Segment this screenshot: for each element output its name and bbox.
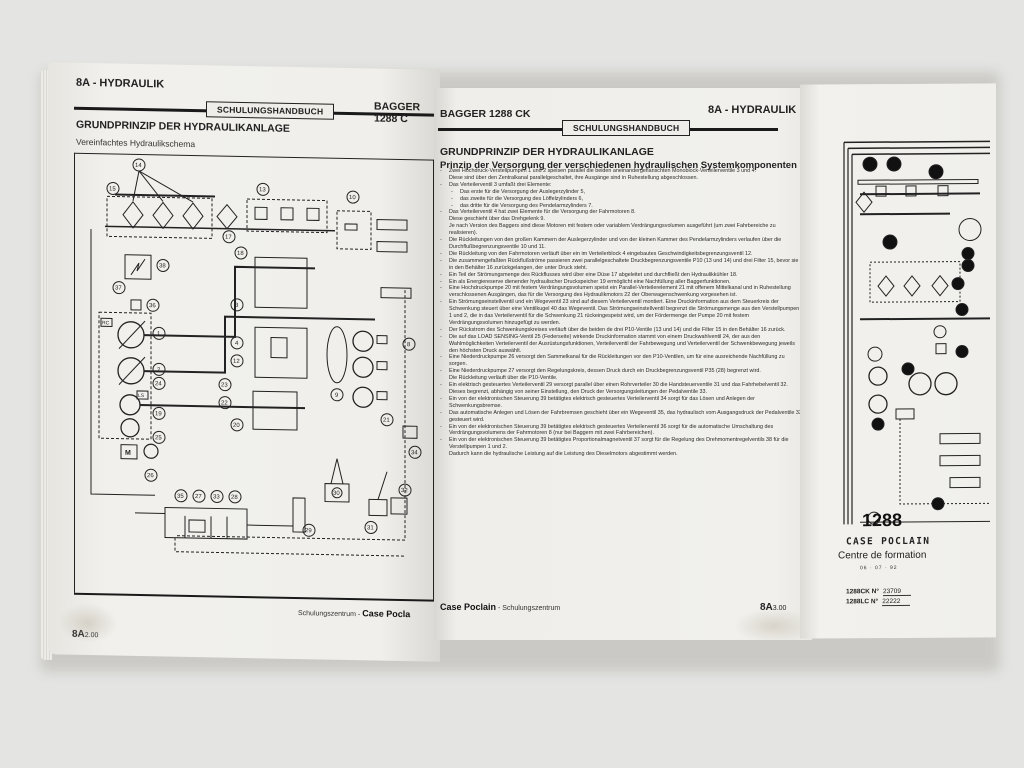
list-item: Die zusammengefaßten Rückflußströme pass…	[440, 258, 802, 272]
manual-tag: SCHULUNGSHANDBUCH	[206, 101, 335, 120]
svg-text:12: 12	[233, 359, 240, 365]
page-number-version: 3.00	[772, 605, 787, 612]
svg-text:17: 17	[225, 235, 232, 241]
footer-label: Case Poclain - Schulungszentrum	[440, 602, 560, 612]
diagram-caption: Vereinfachtes Hydraulikschema	[76, 136, 196, 150]
list-item: das dritte für die Versorgung des Pendel…	[440, 203, 802, 210]
footer-label: Schulungszentrum - Case Pocla	[298, 607, 410, 619]
component-description-list: Zwei Hochdruck-Verstellpumpen 1 und 2 sp…	[440, 168, 802, 458]
list-item: Dadurch kann die hydraulische Leistung a…	[449, 451, 678, 458]
list-item: Zwei Hochdruck-Verstellpumpen 1 und 2 sp…	[440, 168, 802, 175]
serial-1288ck: 1288CK N°23709	[846, 587, 912, 597]
list-item: Das Verteilerventil 3 umfaßt drei Elemen…	[440, 182, 802, 189]
svg-text:34: 34	[411, 450, 418, 456]
list-item: Die Rückleitungen von den großen Kammern…	[440, 237, 802, 251]
list-item: das zweite für die Versorgung des Löffel…	[440, 196, 802, 203]
serial-label: 1288LC N°	[846, 598, 879, 606]
svg-text:3: 3	[235, 303, 239, 309]
list-item: Ein von der elektronischen Steuerung 39 …	[440, 437, 802, 451]
list-item: Das automatische Anlegen und Lösen der F…	[440, 410, 802, 424]
list-item: Eine Hochdruckpumpe 20 mit festem Verdrä…	[440, 285, 802, 299]
training-center-label: Centre de formation	[838, 549, 927, 562]
serial-value: 23709	[882, 587, 912, 597]
section-header: 8A - HYDRAULIK	[76, 76, 165, 91]
svg-text:20: 20	[233, 423, 240, 429]
svg-text:13: 13	[259, 187, 266, 193]
hydraulic-schematic: 14 15 17 18 13 10 38 37 36	[74, 152, 434, 600]
svg-text:28: 28	[231, 495, 238, 501]
svg-text:8: 8	[407, 342, 411, 348]
stain	[58, 602, 118, 644]
list-item: Je nach Version des Baggers sind diese M…	[449, 223, 776, 237]
list-item: Diese sind über den Zentralkanal paralle…	[449, 174, 699, 181]
svg-text:18: 18	[237, 251, 244, 257]
svg-text:31: 31	[367, 525, 374, 531]
footer-brand: Case Poclain	[440, 602, 497, 612]
svg-text:14: 14	[135, 163, 142, 169]
svg-text:38: 38	[159, 263, 166, 269]
list-item: Diese geschieht über das Drehgelenk 9.	[449, 216, 545, 223]
list-item: Die auf das LOAD SENSING-Ventil 25 (Fede…	[440, 334, 802, 355]
model-header: BAGGER 1288 CK	[440, 108, 531, 120]
serial-label: 1288CK N°	[846, 588, 879, 596]
svg-text:32: 32	[401, 488, 408, 494]
footer-text: - Schulungszentrum	[497, 605, 561, 612]
list-item: Ein von der elektronischen Steuerung 39 …	[440, 396, 802, 410]
list-item: Die Rückleitung verläuft über die P10-Ve…	[449, 375, 558, 382]
svg-text:M: M	[125, 450, 131, 457]
foldout-schematic	[843, 140, 990, 525]
svg-text:27: 27	[195, 494, 202, 500]
model-header: BAGGER 1288 C	[374, 100, 421, 126]
svg-text:25: 25	[155, 435, 162, 441]
svg-text:33: 33	[213, 494, 220, 500]
svg-text:29: 29	[305, 528, 312, 534]
list-item: Ein elektrisch gesteuertes Verteilervent…	[440, 382, 802, 396]
section-subheading: Prinzip der Versorgung der verschiedenen…	[440, 160, 797, 171]
list-item: Eine Niederdruckpumpe 26 versorgt den Sa…	[440, 354, 802, 368]
svg-text:36: 36	[149, 303, 156, 309]
footer-text: Schulungszentrum -	[298, 610, 361, 619]
foldout-page: 1288 CASE POCLAIN Centre de formation 06…	[800, 83, 996, 639]
section-header: 8A - HYDRAULIK	[708, 104, 797, 116]
stain	[734, 608, 812, 640]
list-item: Ein Strömungseinstellventil und ein Wege…	[440, 299, 802, 327]
list-item: Ein von der elektronischen Steuerung 39 …	[440, 424, 802, 438]
svg-text:RC: RC	[102, 320, 110, 326]
left-page: 8A - HYDRAULIK SCHULUNGSHANDBUCH BAGGER …	[48, 62, 440, 662]
svg-text:22: 22	[221, 401, 228, 407]
svg-text:21: 21	[383, 418, 390, 424]
svg-text:35: 35	[177, 494, 184, 500]
svg-text:15: 15	[109, 186, 116, 192]
list-item: Das Verteilerventil 4 hat zwei Elemente …	[440, 209, 802, 216]
serial-value: 22222	[882, 597, 911, 607]
serial-1288lc: 1288LC N°22222	[846, 597, 911, 607]
svg-text:26: 26	[147, 473, 154, 479]
page-title: GRUNDPRINZIP DER HYDRAULIKANLAGE	[440, 146, 654, 158]
model-number: 1288	[862, 509, 903, 531]
svg-text:LS: LS	[138, 393, 145, 399]
right-page: BAGGER 1288 CK 8A - HYDRAULIK SCHULUNGSH…	[434, 88, 812, 640]
footer-brand: Case Pocla	[362, 608, 411, 620]
list-item: Ein als Energiereserve dienender hydraul…	[440, 279, 802, 286]
manual-tag: SCHULUNGSHANDBUCH	[562, 120, 691, 136]
list-item: Der Rückstrom des Schwenkungskreises ver…	[440, 327, 802, 334]
page-number: 8A3.00	[760, 602, 786, 613]
print-date: 06 · 07 · 92	[860, 565, 898, 572]
svg-text:23: 23	[221, 383, 228, 389]
svg-text:4: 4	[235, 341, 239, 347]
list-item: Ein Teil der Strömungsmenge des Rückflus…	[440, 272, 802, 279]
list-item: Das erste für die Versorgung der Auslege…	[440, 189, 802, 196]
svg-text:30: 30	[333, 491, 340, 497]
svg-text:19: 19	[155, 411, 162, 417]
svg-text:9: 9	[335, 393, 339, 399]
page-title: GRUNDPRINZIP DER HYDRAULIKANLAGE	[76, 118, 290, 135]
svg-text:10: 10	[349, 195, 356, 201]
page-number-main: 8A	[760, 602, 773, 613]
list-item: Die Rückleitung von den Fahrmotoren verl…	[440, 251, 802, 258]
svg-text:37: 37	[115, 286, 122, 292]
svg-text:24: 24	[155, 381, 162, 387]
brand-name: CASE POCLAIN	[846, 535, 931, 548]
list-item: Eine Niederdruckpumpe 27 versorgt den Re…	[440, 368, 802, 375]
